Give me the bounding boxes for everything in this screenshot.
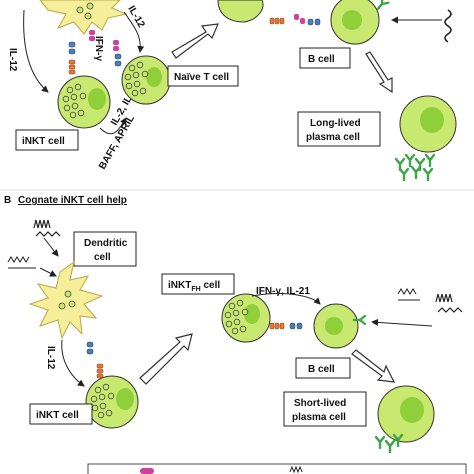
dc-granule <box>64 290 72 298</box>
short-lived-label-1: Short-lived <box>294 398 346 409</box>
antibody-cluster-a <box>394 153 436 182</box>
tcr-receptor <box>307 18 321 26</box>
short-lived-label-box <box>283 391 367 427</box>
inkt-cell-label-box-a <box>15 129 79 151</box>
legend-pink-swatch <box>140 468 154 474</box>
tcr-receptor <box>114 53 122 67</box>
dc-granule <box>76 6 84 14</box>
il12-arrow-b <box>61 339 85 387</box>
legend-antigen-icon <box>289 465 303 474</box>
antigen-squiggle-a <box>444 9 452 43</box>
inkt-cell-label-a: iNKT cell <box>22 136 65 147</box>
il12-label-top: IL-12 <box>125 4 146 30</box>
panel-a: IL-12 IL-12 IFN-γ iNKT cell IL-2, IL-4, … <box>7 0 457 182</box>
il12-arrow-left <box>23 9 49 93</box>
inkt-cell-a <box>57 75 111 129</box>
inkt-fh-cell <box>221 293 271 343</box>
cd1d-molecule <box>269 322 285 330</box>
panel-b: B Cognate iNKT cell help Dendritic cell … <box>4 195 467 474</box>
naive-t-cell <box>121 55 171 105</box>
panel-b-title: Cognate iNKT cell help <box>18 195 127 206</box>
antigen-arrow-b2 <box>43 237 59 257</box>
cytokines-b: IFN-γ, IL-21 <box>256 286 310 297</box>
th-cell-fragment <box>217 0 264 23</box>
il12-label-b: IL-12 <box>45 346 56 370</box>
pink-receptor-a <box>89 30 95 41</box>
b-cell-label-a: B cell <box>308 54 335 65</box>
b-cell-a <box>330 0 390 45</box>
antigen-icon <box>397 288 420 301</box>
cytokine-arrow-mixed <box>99 117 127 135</box>
antigen-icon <box>33 219 61 237</box>
ifng-label: IFN-γ <box>93 36 104 61</box>
long-lived-label-box <box>297 111 381 147</box>
cd1d-molecule <box>269 17 285 25</box>
il12-arrow-top <box>123 11 145 53</box>
long-lived-label-2: plasma cell <box>306 132 360 143</box>
differentiation-arrow-d <box>351 349 396 383</box>
antigen-arrow-b1 <box>39 267 57 277</box>
long-lived-label-1: Long-lived <box>310 118 361 129</box>
inkt-cell-label-b: iNKT cell <box>36 410 79 421</box>
tcr-receptor <box>289 322 303 330</box>
cytokine-arrow-b <box>251 293 321 305</box>
inkt-fh-label-box <box>161 273 235 295</box>
dendritic-label-2: cell <box>94 252 111 263</box>
b-cell-label-b: B cell <box>308 364 335 375</box>
cd1d-molecule <box>96 363 104 379</box>
antigen-icon <box>7 256 36 269</box>
inkt-cell-b <box>85 375 139 429</box>
cd1d-molecule <box>68 59 76 75</box>
tcr-receptor <box>86 341 94 355</box>
b-cell-label-box-b <box>295 357 351 379</box>
differentiation-arrow-c <box>139 333 193 385</box>
dc-granule <box>84 12 92 20</box>
il12-label-left: IL-12 <box>7 48 18 72</box>
short-lived-plasma-cell <box>377 385 435 443</box>
legend-box <box>87 463 467 474</box>
dendritic-cell-a <box>39 0 128 35</box>
dendritic-label-1: Dendritic <box>84 238 128 249</box>
naive-t-cell-label-box <box>167 65 239 87</box>
short-lived-label-2: plasma cell <box>292 412 346 423</box>
pink-receptor-c <box>294 14 305 24</box>
dc-granule <box>68 300 76 308</box>
differentiation-arrow-b <box>365 51 393 94</box>
b-cell-b <box>313 303 367 349</box>
antigen-icon <box>435 293 463 313</box>
inkt-fh-label: iNKTFH cell <box>168 280 220 293</box>
dendritic-cell-b <box>28 260 104 340</box>
long-lived-plasma-cell <box>399 95 457 153</box>
dc-granule <box>86 2 94 10</box>
pink-receptor-b <box>113 40 119 51</box>
naive-t-cell-label: Naïve T cell <box>174 72 229 83</box>
dendritic-label-box <box>73 231 137 267</box>
inkt-cell-label-box-b <box>29 403 93 425</box>
panel-b-letter: B <box>4 195 11 206</box>
differentiation-arrow-a <box>171 23 219 59</box>
dc-granule <box>58 302 66 310</box>
tcr-receptor <box>68 41 76 55</box>
antigen-arrow-b3 <box>371 318 433 327</box>
b-cell-label-box-a <box>299 47 351 69</box>
